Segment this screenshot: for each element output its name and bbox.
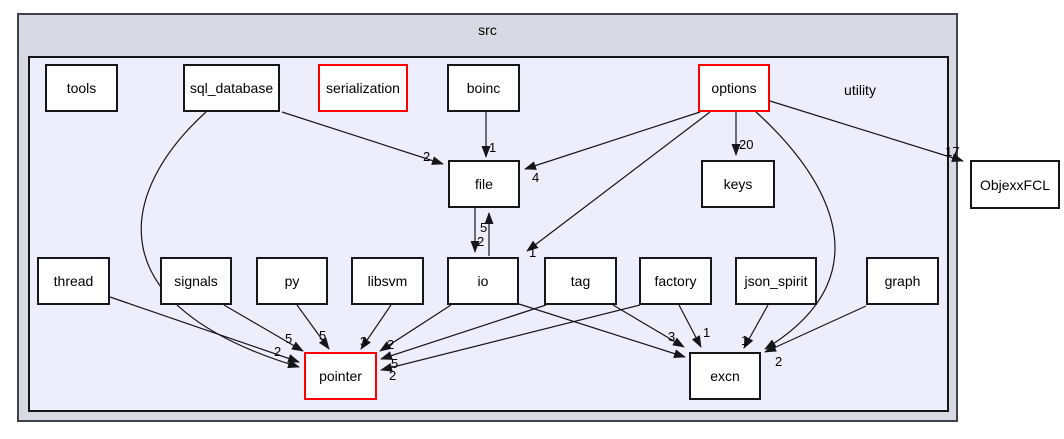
node-label-signals: signals	[174, 273, 218, 289]
node-file[interactable]: file	[448, 160, 520, 208]
node-label-file: file	[475, 176, 493, 192]
node-label-serialization: serialization	[326, 80, 400, 96]
node-json_spirit[interactable]: json_spirit	[735, 257, 817, 305]
node-excn[interactable]: excn	[689, 352, 761, 400]
node-libsvm[interactable]: libsvm	[351, 257, 424, 305]
node-pointer[interactable]: pointer	[304, 352, 377, 400]
node-label-json_spirit: json_spirit	[744, 273, 808, 289]
node-label-factory: factory	[654, 273, 697, 289]
cluster-src-label: src	[478, 22, 497, 38]
node-label-keys: keys	[723, 176, 753, 192]
node-label-ObjexxFCL: ObjexxFCL	[979, 176, 1051, 193]
node-ObjexxFCL[interactable]: ObjexxFCL	[970, 160, 1060, 209]
node-tag[interactable]: tag	[544, 257, 617, 305]
node-io[interactable]: io	[447, 257, 519, 305]
node-label-tag: tag	[570, 273, 591, 289]
node-label-graph: graph	[884, 273, 921, 289]
node-label-py: py	[284, 273, 300, 289]
node-py[interactable]: py	[256, 257, 328, 305]
node-options[interactable]: options	[698, 64, 770, 112]
node-serialization[interactable]: serialization	[318, 64, 408, 112]
cluster-utility-label: utility	[844, 82, 876, 98]
node-label-tools: tools	[66, 80, 97, 96]
node-label-libsvm: libsvm	[367, 273, 408, 289]
node-label-boinc: boinc	[466, 80, 501, 96]
node-factory[interactable]: factory	[639, 257, 712, 305]
node-graph[interactable]: graph	[866, 257, 939, 305]
node-label-options: options	[711, 80, 757, 96]
node-boinc[interactable]: boinc	[447, 64, 520, 112]
node-label-sql_database: sql_database	[189, 80, 274, 96]
node-label-io: io	[477, 273, 489, 289]
node-signals[interactable]: signals	[160, 257, 232, 305]
node-label-thread: thread	[53, 273, 94, 289]
node-thread[interactable]: thread	[37, 257, 110, 305]
node-keys[interactable]: keys	[701, 160, 775, 208]
node-label-excn: excn	[710, 368, 740, 384]
node-sql_database[interactable]: sql_database	[183, 64, 280, 112]
node-tools[interactable]: tools	[45, 64, 118, 112]
node-label-pointer: pointer	[319, 368, 362, 384]
